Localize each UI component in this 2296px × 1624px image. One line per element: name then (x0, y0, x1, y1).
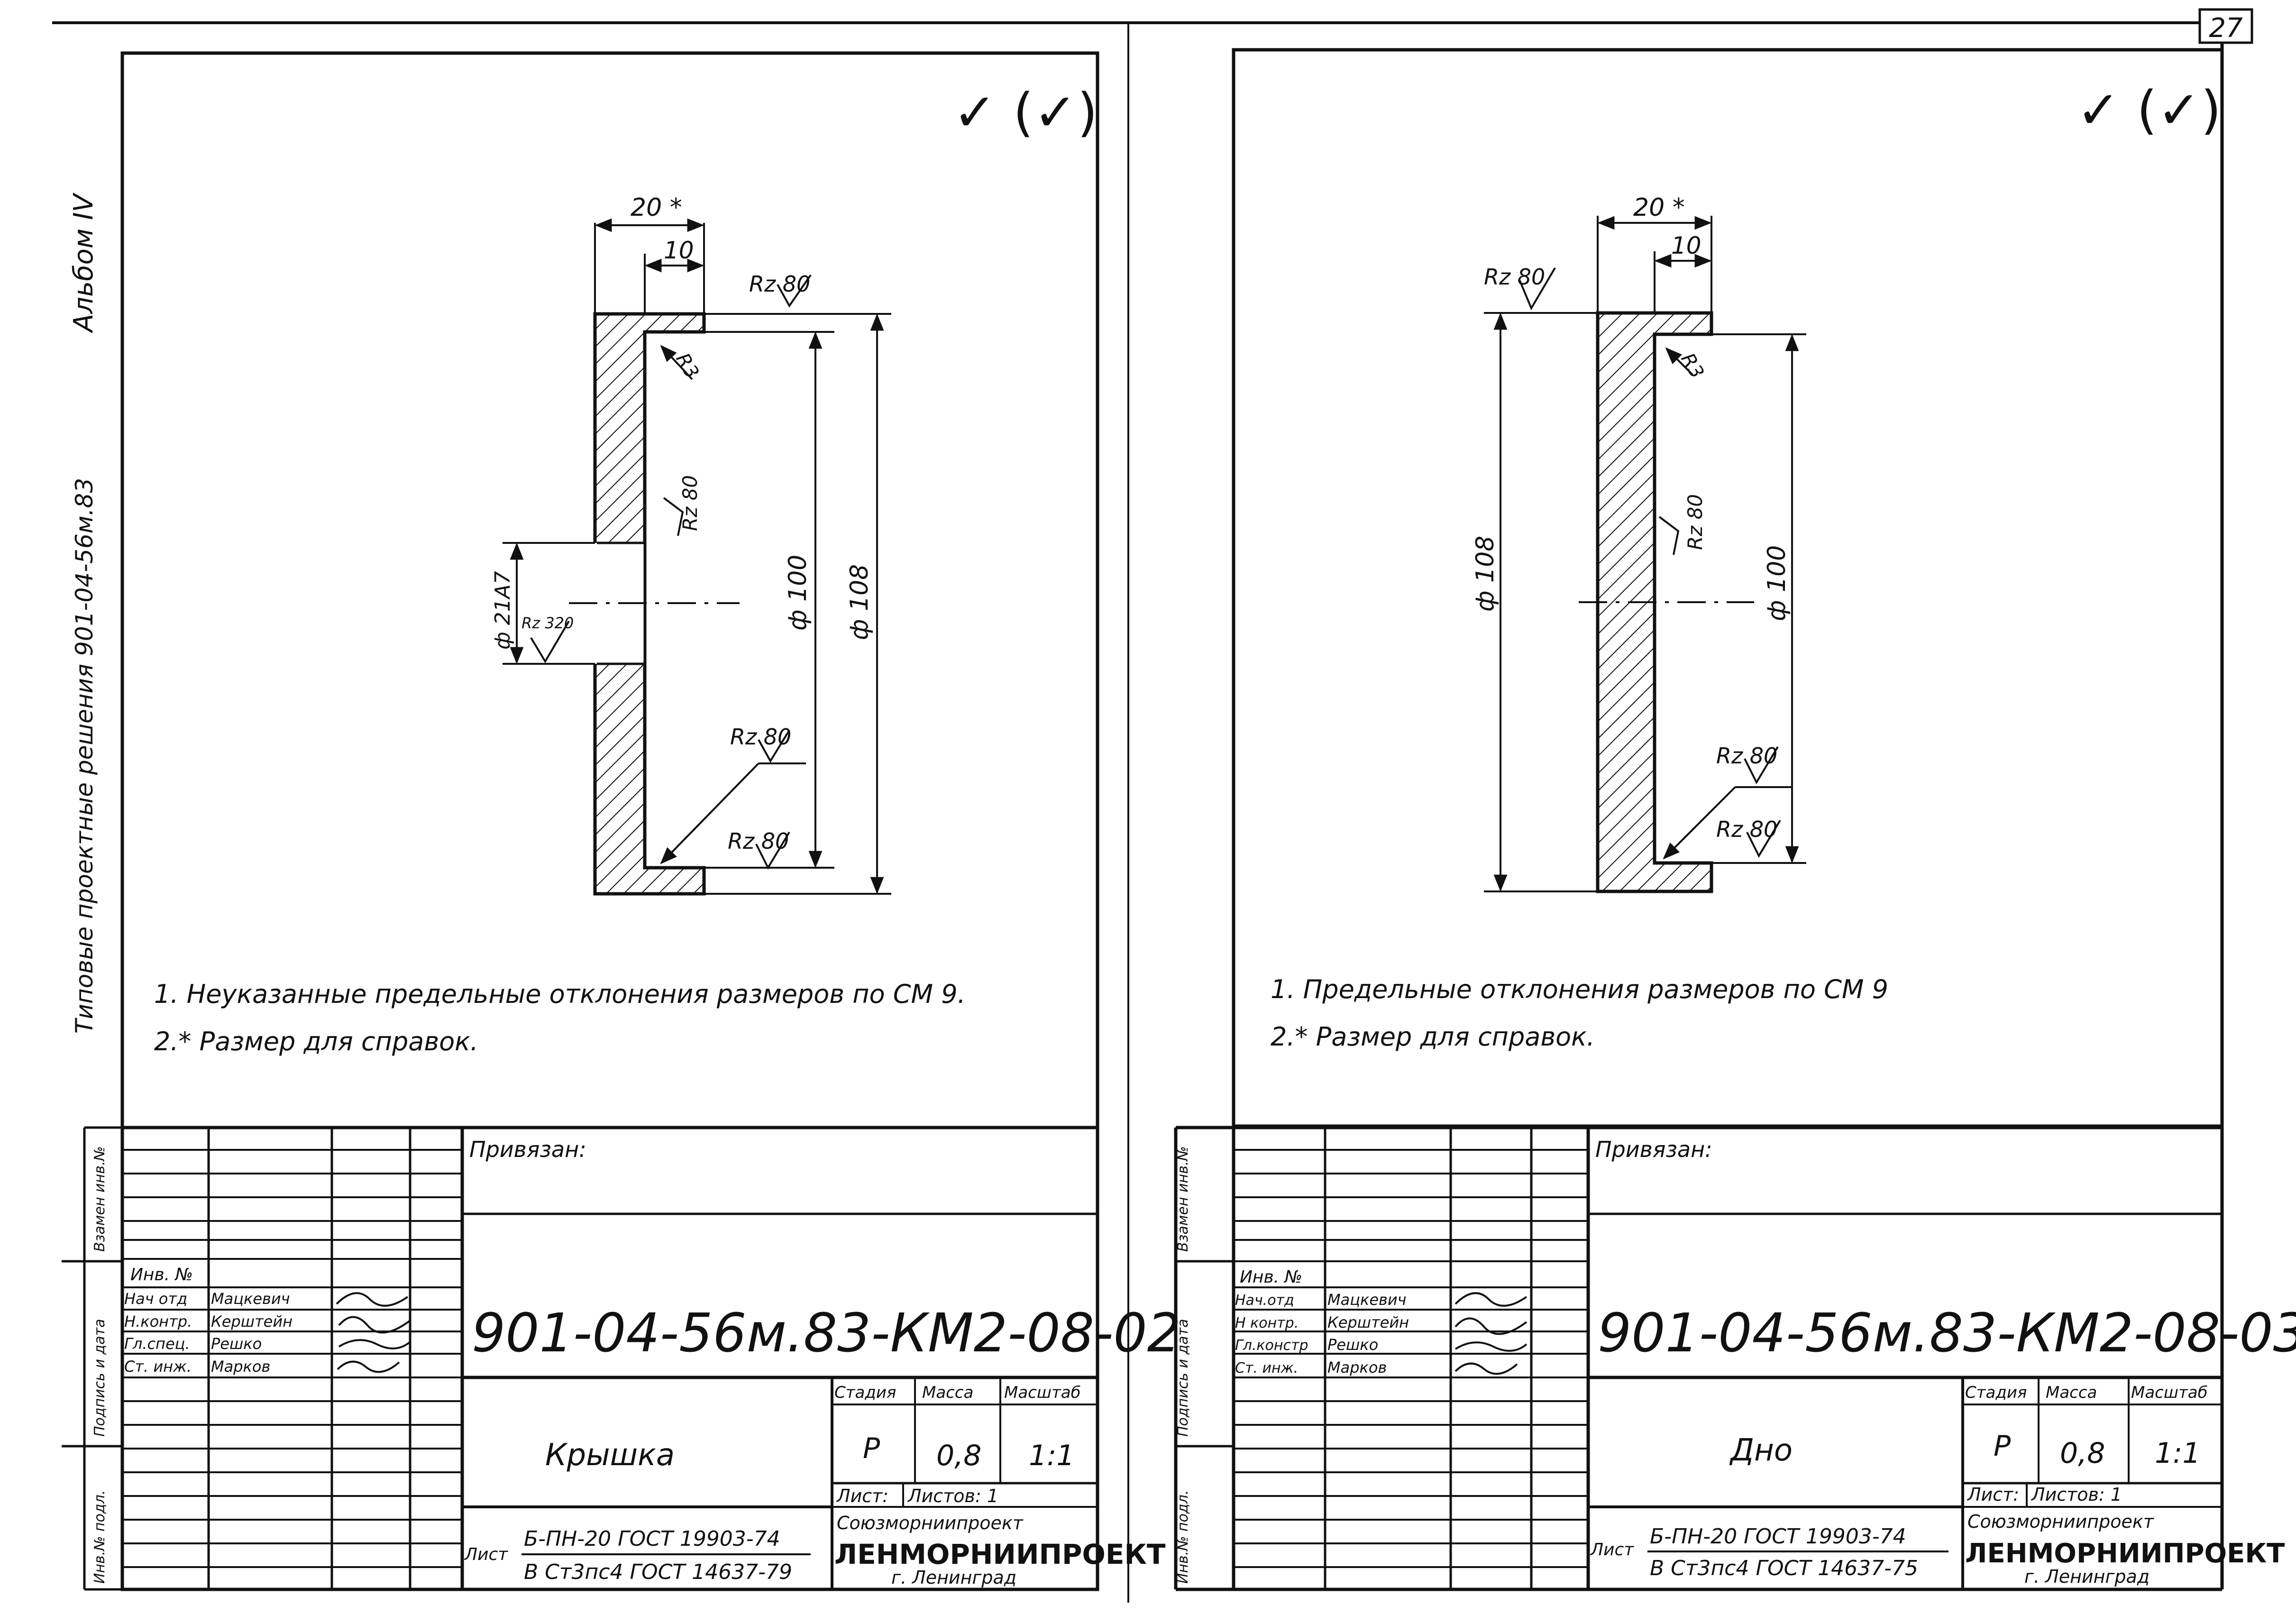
signer-name: Решко (1327, 1336, 1378, 1354)
signer-name: Мацкевич (1327, 1291, 1407, 1309)
signer-role: Н.контр. (124, 1312, 192, 1330)
org-top: Союзморниипроект (837, 1513, 1024, 1533)
signer-role: Нач отд (124, 1290, 187, 1308)
stamp-podp-data: Подпись и дата (91, 1319, 108, 1437)
scale-value: 1:1 (1029, 1439, 1075, 1472)
material-bottom: В Ст3пс4 ГОСТ 14637-75 (1650, 1556, 1918, 1580)
header-stage: Стадия (1965, 1383, 2027, 1402)
header-scale: Масштаб (1004, 1383, 1081, 1402)
part-name: Крышка (545, 1438, 675, 1473)
stage-value: Р (863, 1432, 880, 1465)
part-name: Дно (1729, 1433, 1793, 1468)
signer-role: Н контр. (1235, 1315, 1299, 1331)
header-mass: Масса (2046, 1383, 2097, 1402)
signers-table: Нач.отд Мацкевич Н контр. Керштейн Гл.ко… (1235, 1291, 1528, 1376)
dim-width-inner: 10 (664, 237, 694, 264)
sheet-label: Лист: (836, 1486, 888, 1506)
stamp-inv-podl: Инв.№ подл. (1175, 1490, 1191, 1584)
org-city: г. Ленинград (891, 1567, 1016, 1588)
dim-width-inner: 10 (1671, 232, 1701, 259)
page-number: 27 (2209, 13, 2243, 44)
signer-name: Марков (211, 1358, 270, 1376)
rz-inner: Rz 80 (1683, 494, 1707, 550)
dim-diam-100: ф 100 (1763, 545, 1791, 621)
sheet-right: ✓ (✓) 20 * 10 ф 108 ф 100 Rz 80 (1174, 43, 2296, 1591)
mass-value: 0,8 (936, 1439, 981, 1472)
note-2: 2.* Размер для справок. (154, 1027, 478, 1056)
org-main: ЛЕНМОРНИИПРОЕКТ (834, 1538, 1166, 1570)
material-top: Б-ПН-20 ГОСТ 19903-74 (1650, 1524, 1906, 1549)
signer-role: Гл.спец. (124, 1335, 190, 1353)
privyazan-label: Привязан: (1595, 1137, 1712, 1162)
part-section-krishka: 20 * 10 ф 100 ф 108 ф 21А7 Rz 320 Rz 80 … (491, 193, 891, 896)
org-city: г. Ленинград (2024, 1566, 2150, 1587)
doc-code: 901-04-56м.83-КМ2-08-03 (1598, 1303, 2296, 1364)
album-number-text: Альбом IV (68, 193, 99, 333)
sheet-left: ✓ (✓) 20 * 10 ф 100 ф 108 (62, 51, 1181, 1591)
stamp-vzam-inv: Взамен инв.№ (91, 1146, 108, 1252)
dim-diam-108: ф 108 (845, 564, 874, 640)
sheets-total: Листов: 1 (2031, 1484, 2122, 1505)
rz-bottom: Rz 80 (1716, 817, 1777, 842)
signature (1454, 1292, 1528, 1375)
album-series-text: Типовые проектные решения 901-04-56м.83 (71, 478, 98, 1034)
sheets-total: Листов: 1 (907, 1486, 998, 1506)
rz-inner: Rz 80 (678, 475, 702, 531)
material-top: Б-ПН-20 ГОСТ 19903-74 (524, 1527, 780, 1551)
signers-table: Нач отд Мацкевич Н.контр. Керштейн Гл.сп… (124, 1290, 411, 1376)
radius-r3: R3 (1676, 349, 1708, 382)
radius-r3: R3 (671, 349, 703, 382)
stamp-vzam-inv: Взамен инв.№ (1175, 1146, 1191, 1252)
rz-top: Rz 80 (749, 271, 810, 297)
org-main: ЛЕНМОРНИИПРОЕКТ (1965, 1538, 2285, 1569)
material-label: Лист (1590, 1540, 1634, 1560)
signer-role: Гл.констр (1235, 1337, 1308, 1354)
dim-width-total: 20 * (631, 193, 682, 222)
note-1: 1. Предельные отклонения размеров по СМ … (1271, 974, 1888, 1004)
signer-role: Нач.отд (1235, 1292, 1294, 1309)
stage-value: Р (1994, 1430, 2011, 1463)
part-section-dno: 20 * 10 ф 108 ф 100 Rz 80 R3 Rz 80 Rz 80… (1471, 193, 1806, 893)
signer-name: Марков (1327, 1358, 1387, 1376)
privyazan-label: Привязан: (469, 1137, 586, 1162)
scale-value: 1:1 (2155, 1437, 2201, 1470)
org-top: Союзморниипроект (1967, 1511, 2155, 1532)
inv-no-label: Инв. № (130, 1265, 193, 1285)
rz-top: Rz 80 (1484, 264, 1545, 290)
roughness-symbol: ✓ (✓) (953, 82, 1098, 143)
roughness-symbol: ✓ (✓) (2076, 80, 2221, 140)
header-stage: Стадия (834, 1383, 896, 1402)
header-scale: Масштаб (2131, 1383, 2208, 1402)
dim-diam-100: ф 100 (784, 555, 812, 631)
stamp-podp-data: Подпись и дата (1175, 1319, 1191, 1437)
note-2: 2.* Размер для справок. (1271, 1022, 1595, 1052)
dim-diam-108: ф 108 (1471, 536, 1500, 612)
mass-value: 0,8 (2060, 1437, 2105, 1470)
signer-name: Керштейн (1327, 1313, 1409, 1331)
material-bottom: В Ст3пс4 ГОСТ 14637-79 (524, 1560, 792, 1584)
signer-role: Ст. инж. (124, 1358, 192, 1376)
signer-role: Ст. инж. (1235, 1360, 1298, 1376)
rz-hole: Rz 320 (521, 614, 574, 632)
signer-name: Решко (211, 1335, 262, 1353)
material-label: Лист (464, 1545, 508, 1564)
title-block-right (1176, 1128, 2222, 1589)
header-mass: Масса (922, 1383, 973, 1402)
signature (336, 1292, 411, 1373)
note-1: 1. Неуказанные предельные отклонения раз… (154, 979, 966, 1009)
title-block-left (122, 1126, 1098, 1589)
signer-name: Мацкевич (211, 1290, 290, 1308)
sheet-label: Лист: (1967, 1484, 2019, 1505)
stamp-inv-podl: Инв.№ подл. (91, 1490, 108, 1584)
rz-mid: Rz 80 (730, 724, 791, 750)
dim-hole: ф 21А7 (491, 571, 515, 650)
dim-width-total: 20 * (1633, 193, 1685, 222)
doc-code: 901-04-56м.83-КМ2-08-02 (472, 1303, 1181, 1364)
signer-name: Керштейн (211, 1312, 293, 1330)
inv-no-label: Инв. № (1240, 1267, 1302, 1287)
